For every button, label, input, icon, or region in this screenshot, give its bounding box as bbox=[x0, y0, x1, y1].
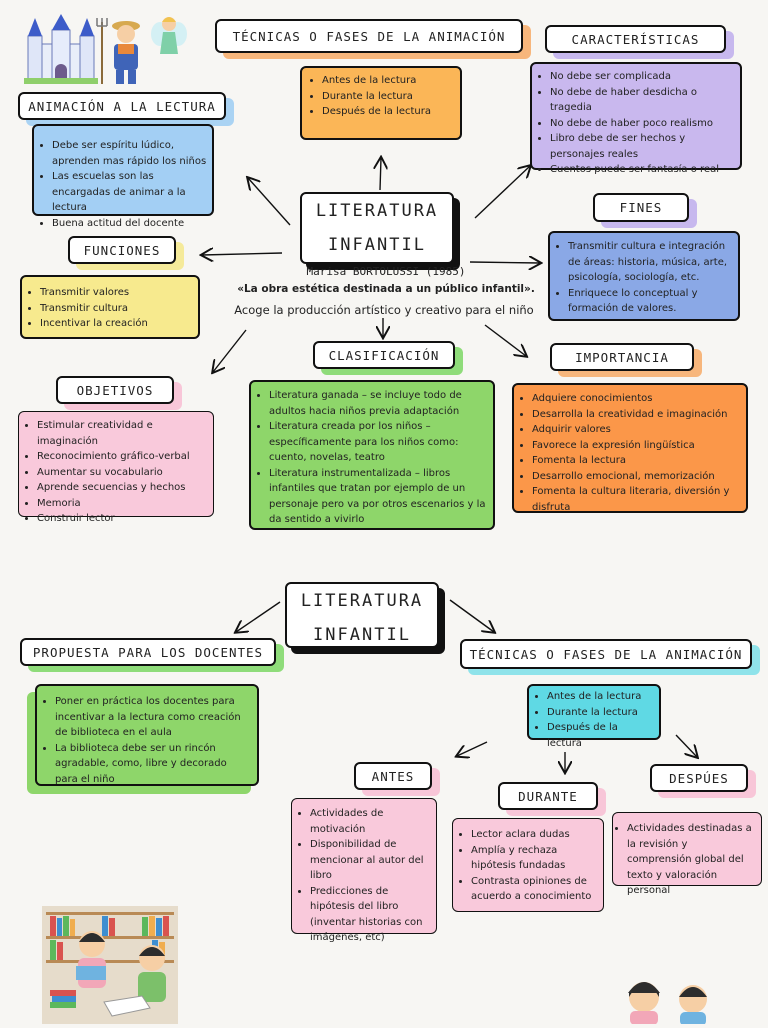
list-item: Antes de la lectura bbox=[322, 73, 452, 89]
objetivos-title: OBJETIVOS bbox=[56, 376, 174, 404]
list-item: Actividades de motivación bbox=[310, 806, 430, 837]
list-item: Enriquece lo conceptual y formación de v… bbox=[568, 286, 732, 317]
list-item: Antes de la lectura bbox=[547, 689, 653, 705]
list-item: Después de la lectura bbox=[547, 720, 653, 751]
objetivos-box: Estimular creatividad e imaginación Reco… bbox=[18, 411, 214, 524]
tecnicas-bottom-title: TÉCNICAS O FASES DE LA ANIMACIÓN bbox=[460, 639, 752, 669]
clasificacion-title: CLASIFICACIÓN bbox=[313, 341, 455, 369]
tecnicas-bottom-box: Antes de la lectura Durante la lectura D… bbox=[527, 684, 661, 749]
arrow-to-importancia bbox=[484, 324, 526, 356]
tecnicas-title: TÉCNICAS O FASES DE LA ANIMACIÓN bbox=[215, 19, 523, 53]
importancia-title: IMPORTANCIA bbox=[550, 343, 694, 371]
arrow-to-caracteristicas bbox=[474, 166, 530, 219]
center-title-top: LITERATURA INFANTIL bbox=[300, 192, 454, 264]
arrow-to-fines bbox=[469, 262, 540, 263]
list-item: Fomenta la lectura bbox=[532, 453, 740, 469]
animacion-box: Debe ser espíritu lúdico, aprenden mas r… bbox=[32, 124, 214, 229]
list-item: Libro debe de ser hechos y personajes re… bbox=[550, 131, 734, 162]
list-item: Durante la lectura bbox=[547, 705, 653, 721]
arrow-to-tecnicas-bottom bbox=[449, 599, 494, 632]
list-item: Lector aclara dudas bbox=[471, 827, 597, 843]
list-item: Cuentos puede ser fantasía o real bbox=[550, 162, 734, 178]
farmer-illustration bbox=[96, 14, 146, 86]
list-item: Transmitir cultura e integración de área… bbox=[568, 239, 732, 286]
fines-box: Transmitir cultura e integración de área… bbox=[548, 231, 740, 321]
list-item: Después de la lectura bbox=[322, 104, 452, 120]
list-item: Construir lector bbox=[37, 511, 207, 527]
definition-quote: «La obra estética destinada a un público… bbox=[237, 283, 535, 295]
clasificacion-box: Literatura ganada – se incluye todo de a… bbox=[249, 380, 495, 530]
fairy-illustration bbox=[150, 12, 188, 64]
funciones-title: FUNCIONES bbox=[68, 236, 176, 264]
list-item: Desarrolla la creatividad e imaginación bbox=[532, 407, 740, 423]
list-item: Transmitir cultura bbox=[40, 301, 192, 317]
arrow-to-funciones bbox=[202, 253, 283, 255]
list-item: La biblioteca debe ser un rincón agradab… bbox=[55, 741, 251, 788]
list-item: Memoria bbox=[37, 496, 207, 512]
list-item: Desarrollo emocional, memorización bbox=[532, 469, 740, 485]
list-item: Literatura creada por los niños – especí… bbox=[269, 419, 487, 466]
arrow-to-tecnicas bbox=[380, 158, 381, 191]
funciones-box: Transmitir valores Transmitir cultura In… bbox=[20, 275, 200, 339]
list-item: Las escuelas son las encargadas de anima… bbox=[52, 169, 208, 216]
center-title-bottom: LITERATURA INFANTIL bbox=[285, 582, 439, 648]
list-item: No debe de haber desdicha o tragedia bbox=[550, 85, 734, 116]
fines-title: FINES bbox=[593, 193, 689, 222]
list-item: Reconocimiento gráfico-verbal bbox=[37, 449, 207, 465]
castle-illustration bbox=[24, 14, 98, 84]
despues-box: Actividades destinadas a la revisión y c… bbox=[612, 812, 762, 896]
durante-box: Lector aclara dudas Amplía y rechaza hip… bbox=[452, 818, 604, 912]
list-item: No debe de haber poco realismo bbox=[550, 116, 734, 132]
durante-title: DURANTE bbox=[498, 782, 598, 810]
list-item: Adquiere conocimientos bbox=[532, 391, 740, 407]
antes-title: ANTES bbox=[354, 762, 432, 790]
list-item: Adquirir valores bbox=[532, 422, 740, 438]
list-item: Literatura instrumentalizada – libros in… bbox=[269, 466, 487, 528]
author-text: Marisa BORTOLUSSI (1985) bbox=[306, 265, 466, 278]
importancia-box: Adquiere conocimientos Desarrolla la cre… bbox=[512, 383, 748, 513]
list-item: Incentivar la creación bbox=[40, 316, 192, 332]
caracteristicas-box: No debe ser complicada No debe de haber … bbox=[530, 62, 742, 175]
list-item: Disponibilidad de mencionar al autor del… bbox=[310, 837, 430, 884]
list-item: Actividades destinadas a la revisión y c… bbox=[627, 821, 755, 899]
two-kids-illustration bbox=[620, 975, 720, 1026]
list-item: Transmitir valores bbox=[40, 285, 192, 301]
arrow-to-animacion bbox=[248, 178, 291, 226]
tecnicas-box: Antes de la lectura Durante la lectura D… bbox=[300, 66, 462, 140]
list-item: Contrasta opiniones de acuerdo a conocim… bbox=[471, 874, 597, 905]
list-item: Aprende secuencias y hechos bbox=[37, 480, 207, 496]
list-item: Amplía y rechaza hipótesis fundadas bbox=[471, 843, 597, 874]
arrow-to-antes bbox=[457, 741, 488, 756]
list-item: Poner en práctica los docentes para ince… bbox=[55, 694, 251, 741]
list-item: Favorece la expresión lingüística bbox=[532, 438, 740, 454]
despues-title: DESPÚES bbox=[650, 764, 748, 792]
children-reading-illustration bbox=[42, 906, 178, 1024]
tecnicas-list: Antes de la lectura Durante la lectura D… bbox=[306, 73, 456, 120]
antes-box: Actividades de motivación Disponibilidad… bbox=[291, 798, 437, 943]
list-item: Fomenta la cultura literaria, diversión … bbox=[532, 484, 740, 515]
list-item: Buena actitud del docente bbox=[52, 216, 208, 232]
list-item: Aumentar su vocabulario bbox=[37, 465, 207, 481]
animacion-title: ANIMACIÓN A LA LECTURA bbox=[18, 92, 226, 120]
arrow-to-propuesta bbox=[236, 601, 281, 632]
list-item: Estimular creatividad e imaginación bbox=[37, 418, 207, 449]
propuesta-box: Poner en práctica los docentes para ince… bbox=[35, 684, 259, 786]
list-item: (inventar historias con imágenes, etc) bbox=[310, 916, 423, 944]
caracteristicas-title: CARACTERÍSTICAS bbox=[545, 25, 726, 53]
list-item: Durante la lectura bbox=[322, 89, 452, 105]
arrow-to-objetivos bbox=[213, 329, 247, 372]
list-item: Debe ser espíritu lúdico, aprenden mas r… bbox=[52, 138, 208, 169]
list-item: Literatura ganada – se incluye todo de a… bbox=[269, 388, 487, 419]
propuesta-title: PROPUESTA PARA LOS DOCENTES bbox=[20, 638, 276, 666]
list-item: No debe ser complicada bbox=[550, 69, 734, 85]
definition-text: Acoge la producción artístico y creativo… bbox=[234, 303, 534, 317]
arrow-to-despues bbox=[675, 734, 697, 757]
list-item: Predicciones de hipótesis del libro bbox=[310, 884, 430, 915]
